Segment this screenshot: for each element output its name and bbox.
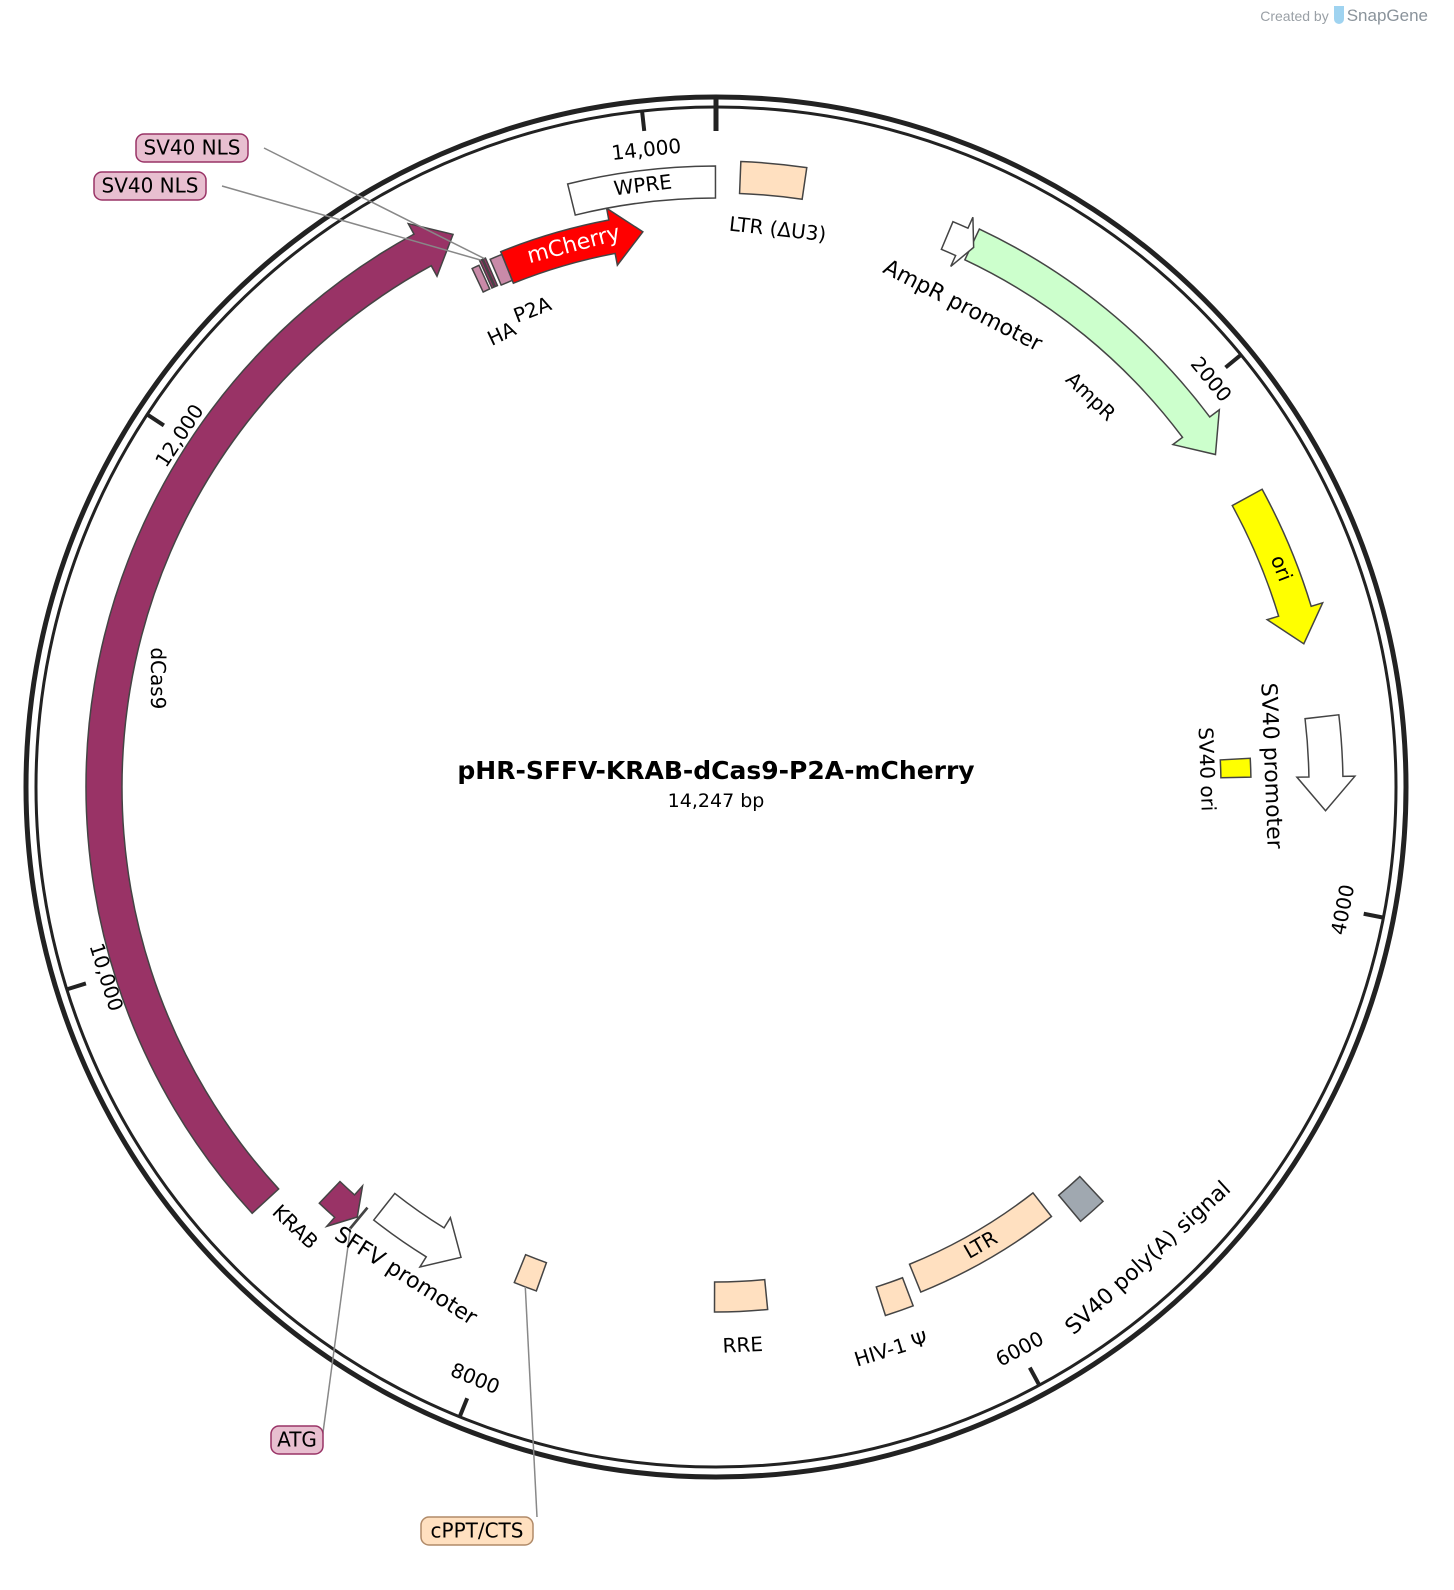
credit-prefix: Created by [1260,8,1329,24]
snapgene-logo-icon [1333,6,1344,24]
feature-p2a [489,253,514,287]
tick-mark-10000 [66,981,87,992]
feature-label-ha: HA [483,317,520,351]
feature-sv40-ori [1219,757,1252,779]
feature-label-sv40-ori: SV40 ori [1194,727,1221,812]
feature-label-atg: ATG [277,1428,317,1452]
callout-box-atg [270,1425,324,1455]
feature-label-sv40-nls-2: SV40 NLS [144,136,241,160]
callout-box-cppt-cts [420,1516,534,1546]
feature-label-p2a: P2A [510,291,555,327]
feature-hiv-1 [875,1276,915,1317]
plasmid-length: 14,247 bp [667,790,765,812]
feature-mcherry [499,206,644,285]
feature-sffv-promoter [372,1192,462,1269]
snapgene-credit: Created by SnapGene [1260,6,1428,26]
tick-label-8000: 8000 [447,1358,503,1399]
feature-layer [85,160,1357,1317]
feature-ltr [908,1191,1053,1294]
feature-rre [713,1278,769,1313]
plasmid-name: pHR-SFFV-KRAB-dCas9-P2A-mCherry [457,756,975,785]
feature-krab [318,1180,364,1228]
tick-label-14000: 14,000 [610,134,682,165]
feature-label-cppt-cts: cPPT/CTS [431,1519,524,1543]
tick-label-6000: 6000 [991,1326,1047,1371]
callout-line-sv40-nls-2 [263,147,485,260]
feature-ampr-promoter [940,216,975,268]
feature-ori [1231,488,1325,645]
feature-label-sv40-nls-1: SV40 NLS [102,174,199,198]
feature-label-hiv-1: HIV-1 Ψ [851,1326,930,1371]
callout-box-sv40-nls-2 [135,133,249,163]
callout-line-cppt-cts [524,1286,538,1518]
feature-label-rre: RRE [722,1332,764,1358]
feature-dcas9 [85,222,455,1215]
tick-mark-2000 [1224,353,1243,370]
callout-line-sv40-nls-1 [221,185,482,261]
tick-mark-6000 [1028,1366,1042,1387]
callout-box-sv40-nls-1 [93,171,207,201]
feature-ltr-u3 [738,160,808,201]
tick-label-4000: 4000 [1326,882,1359,937]
tick-mark-4000 [1363,911,1384,920]
tick-mark-8000 [457,1397,470,1418]
feature-label-dcas9: dCas9 [146,647,170,709]
callout-line-atg [321,1228,352,1441]
tick-mark-14000 [640,110,647,132]
feature-wpre [566,165,717,216]
feature-label-ampr: AmpR [1061,367,1121,426]
feature-cppt-cts [513,1253,548,1292]
feature-sv40-poly-a-signal [1057,1175,1105,1223]
feature-ampr [963,228,1221,456]
feature-sv40-promoter [1295,713,1357,812]
feature-label-krab: KRAB [268,1199,323,1253]
tick-mark-12000 [146,412,165,428]
feature-ha [471,264,491,294]
credit-brand: SnapGene [1346,6,1428,25]
feature-label-ltr-u3: LTR (ΔU3) [728,212,828,247]
